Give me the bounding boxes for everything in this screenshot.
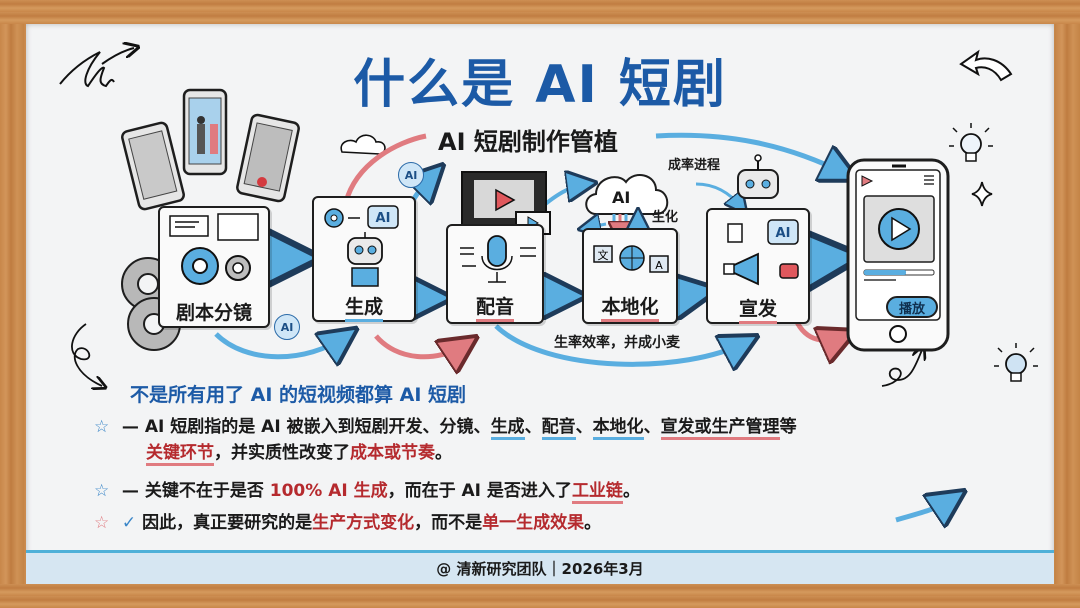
megaphone-icon: AI (723, 219, 799, 286)
whiteboard: 什么是 AI 短剧 AI 短剧制作管植 剧本分镜 AI 生成 (26, 24, 1054, 584)
bullet-text: 关键不在于是否 100% AI 生成，而在于 AI 是否进入了工业链。 (145, 481, 640, 504)
stage-label: 宣发 (708, 294, 808, 324)
footer-credit: @ 清新研究团队｜2026年3月 (436, 560, 644, 578)
stage-label: 配音 (448, 292, 542, 322)
svg-text:AI: AI (376, 211, 391, 226)
stage-localization: 文 A 本地化 (582, 228, 678, 324)
lightbulb-icon-2 (994, 343, 1038, 382)
stage-generation: AI 生成 (312, 196, 416, 322)
blue-arc-bottom-1 (214, 334, 346, 357)
gear-icon (169, 213, 259, 285)
stage-label: 本地化 (584, 292, 676, 322)
film-strip-icon (461, 171, 551, 235)
blue-arc-robot (695, 182, 742, 208)
footer: @ 清新研究团队｜2026年3月 (26, 550, 1054, 584)
ai-badge: AI (398, 162, 424, 188)
star-icon: ☆ (94, 417, 110, 437)
microphone-icon (460, 235, 536, 283)
pipeline-title: AI 短剧制作管植 (438, 128, 618, 156)
red-arc-top (343, 133, 427, 203)
check-icon: ✓ (121, 513, 137, 533)
bullet-3: ☆ ✓ 因此，真正要研究的是生产方式变化，而不是单一生成效果。 (94, 510, 601, 536)
bullet-text: AI 短剧指的是 AI 被嵌入到短剧开发、分镜、生成、配音、本地化、宣发或生产管… (145, 417, 797, 440)
bullet-2: ☆ — 关键不在于是否 100% AI 生成，而在于 AI 是否进入了工业链。 (94, 478, 640, 504)
ai-badge-2: AI (274, 314, 300, 340)
globe-translate-icon: 文 A (593, 245, 669, 273)
blue-arc-top (655, 132, 846, 174)
svg-text:AI: AI (776, 226, 791, 241)
frame-top (0, 0, 1080, 24)
frame-bottom (0, 584, 1080, 608)
star-icon: ☆ (94, 513, 110, 533)
play-button[interactable]: 播放 (886, 296, 938, 318)
red-arc-bottom-1 (374, 336, 466, 357)
star-icon: ☆ (94, 481, 110, 501)
stage-label: 生成 (314, 292, 414, 322)
robot-icon: AI (324, 205, 399, 287)
cloud-ai-label: AI (612, 188, 631, 207)
bullet-text: 因此，真正要研究的是生产方式变化，而不是单一生成效果。 (142, 513, 602, 533)
cloud-doodle-icon (340, 134, 386, 155)
flow-arrow-5 (812, 258, 840, 260)
stage-promotion: AI 宣发 (706, 208, 810, 324)
phone-screen: 播放 (848, 160, 948, 350)
note-bottom-arc: 生率效率，并成小麦 (554, 335, 680, 351)
stage-label: 剧本分镜 (175, 302, 252, 324)
curved-back-arrow-icon (959, 49, 1013, 82)
sparkle-icon (971, 181, 993, 207)
loop-arrow-icon (71, 323, 102, 386)
phone-collage-icon (121, 88, 300, 211)
svg-text:文: 文 (598, 248, 609, 262)
lightbulb-icon (949, 123, 993, 162)
flow-arrow-4 (678, 292, 702, 296)
svg-text:A: A (655, 259, 663, 272)
section-heading: 不是所有用了 AI 的短视频都算 AI 短剧 (130, 384, 467, 406)
stage-dubbing: 配音 (446, 224, 544, 324)
blue-arc-bottom-2 (494, 324, 746, 364)
loop-arrow-icon-2 (881, 350, 922, 387)
bullet-1: ☆ — AI 短剧指的是 AI 被嵌入到短剧开发、分镜、生成、配音、本地化、宣发… (94, 414, 797, 466)
note-progress: 成率进程 (668, 158, 721, 173)
red-arc-bottom-2 (793, 318, 844, 340)
stage-storyboard: 剧本分镜 (158, 206, 270, 328)
scribble-arrow-icon (59, 48, 134, 88)
page-title: 什么是 AI 短剧 (353, 55, 727, 115)
note-cloud-side: 生化 (652, 210, 679, 225)
swoosh-arrow-icon (895, 498, 954, 520)
robot-icon (737, 154, 779, 199)
